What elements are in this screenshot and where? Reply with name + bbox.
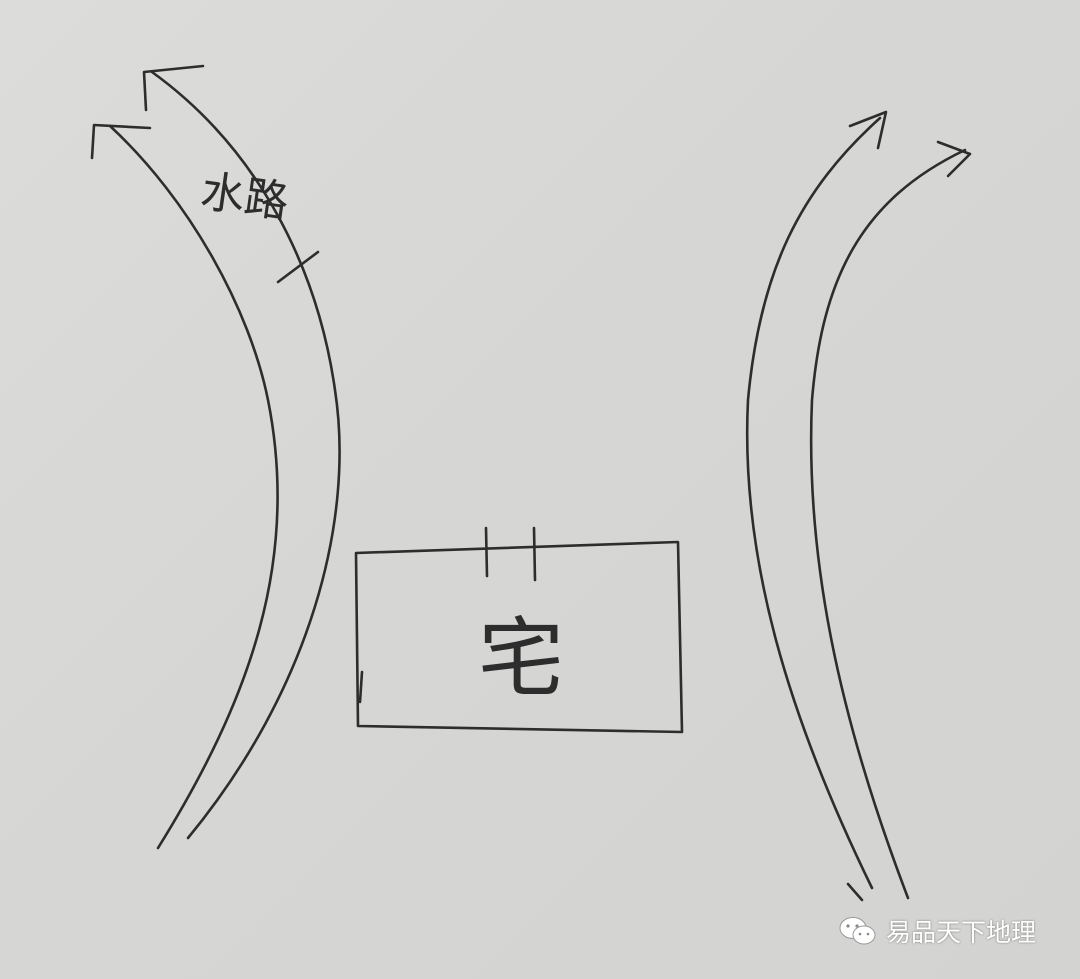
watermark-text: 易品天下地理 (886, 918, 1037, 947)
house (354, 526, 684, 734)
left-road-inner-edge (150, 70, 341, 840)
house-side-mark (358, 670, 364, 704)
right-road-inner-edge (745, 116, 882, 890)
house-door-mark-right (532, 526, 537, 582)
left-inner-arrowhead (142, 64, 205, 112)
house-door-mark-left (484, 526, 489, 578)
watermark: 易品天下地理 (838, 909, 1036, 953)
left-road-hatch (276, 250, 320, 284)
house-label: 宅 (478, 609, 564, 709)
house-outline (354, 540, 684, 734)
right-road-outer-edge (809, 148, 967, 900)
left-road-outer-edge (108, 124, 279, 850)
left-outer-arrowhead (90, 123, 152, 160)
right-road-bottom-tick (846, 882, 864, 902)
water-road-label: 水路 (198, 166, 292, 229)
left-water-road (90, 64, 341, 850)
right-inner-arrowhead (848, 110, 888, 150)
right-outer-arrowhead (936, 140, 972, 178)
water-road-label-group: 水路 (198, 166, 292, 229)
right-water-road (745, 110, 972, 902)
wechat-icon (839, 917, 876, 945)
